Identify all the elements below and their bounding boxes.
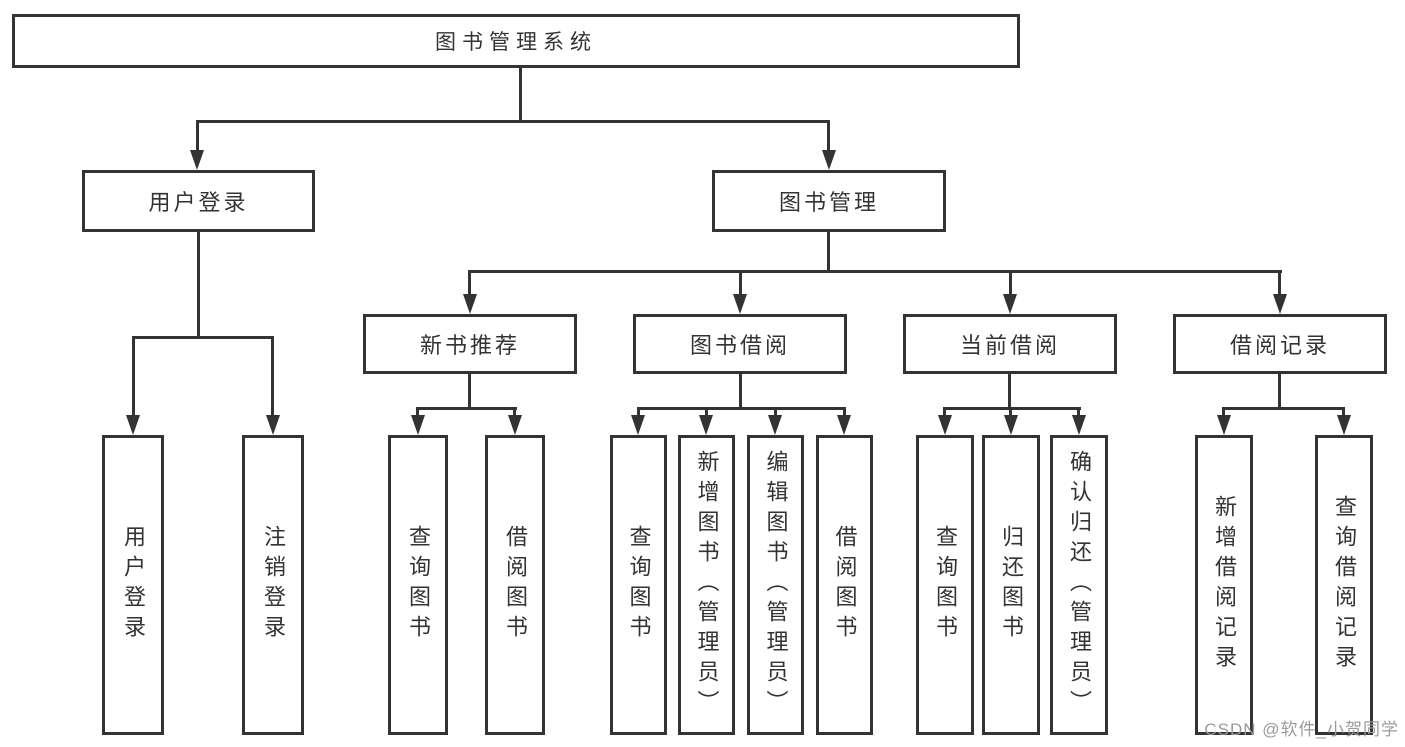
leaf-borrow-book: 借阅图书	[485, 435, 545, 735]
connector-root-vertical	[519, 66, 522, 120]
node-root-system: 图书管理系统	[12, 14, 1020, 68]
node-new-book-recommend: 新书推荐	[363, 314, 577, 374]
leaf-label: 归还图书	[999, 525, 1024, 645]
connector-stem-section	[1009, 270, 1012, 297]
node-book-management: 图书管理	[712, 170, 946, 232]
leaf-confirm-return-admin: 确认归还（管理员）	[1050, 435, 1108, 735]
leaf-query-borrow-record: 查询借阅记录	[1315, 435, 1373, 735]
node-user-login-label: 用户登录	[148, 190, 249, 215]
arrow-down-icon	[1337, 415, 1351, 435]
connector-section-horizontal	[1223, 407, 1345, 410]
node-current-borrow: 当前借阅	[903, 314, 1117, 374]
arrow-down-icon	[508, 415, 522, 435]
connector-stem-leaf	[1009, 407, 1012, 417]
connector-section-horizontal	[944, 407, 1081, 410]
connector-stem-leaf	[513, 407, 516, 417]
arrow-down-icon	[1072, 415, 1086, 435]
leaf-query-book: 查询图书	[610, 435, 667, 735]
connector-stem-leaf	[416, 407, 419, 417]
leaf-label: 编辑图书（管理员）	[763, 450, 789, 720]
connector-stem-leaf	[705, 407, 708, 417]
node-book-borrow: 图书借阅	[633, 314, 847, 374]
arrow-down-icon	[1004, 415, 1018, 435]
leaf-label: 借阅图书	[503, 525, 528, 645]
connector-section-vertical	[1008, 372, 1011, 407]
connector-stem-book-mgmt	[827, 120, 830, 153]
node-label: 新书推荐	[419, 333, 520, 358]
connector-bookmgmt-vertical	[827, 230, 830, 270]
connector-section-vertical	[1278, 372, 1281, 407]
leaf-edit-book-admin: 编辑图书（管理员）	[747, 435, 804, 735]
connector-section-vertical	[739, 372, 742, 407]
connector-section-vertical	[468, 372, 471, 407]
node-borrow-record: 借阅记录	[1173, 314, 1387, 374]
arrow-down-icon	[631, 415, 645, 435]
leaf-label: 新增图书（管理员）	[694, 450, 720, 720]
leaf-label: 确认归还（管理员）	[1067, 450, 1092, 720]
arrow-down-icon	[837, 415, 851, 435]
connector-stem-leaf	[271, 336, 274, 417]
arrow-down-icon	[733, 294, 747, 314]
leaf-return-book: 归还图书	[982, 435, 1040, 735]
leaf-label: 用户登录	[121, 525, 146, 645]
leaf-user-login: 用户登录	[102, 435, 164, 735]
connector-stem-section	[468, 270, 471, 297]
arrow-down-icon	[1217, 415, 1231, 435]
connector-stem-leaf	[1077, 407, 1080, 417]
node-book-management-label: 图书管理	[778, 190, 879, 215]
arrow-down-icon	[938, 415, 952, 435]
node-label: 当前借阅	[959, 333, 1060, 358]
connector-stem-leaf	[774, 407, 777, 417]
arrow-down-icon	[1003, 294, 1017, 314]
leaf-label: 注销登录	[261, 525, 286, 645]
watermark: CSDN @软件_小贺同学	[1204, 720, 1399, 739]
connector-stem-leaf	[637, 407, 640, 417]
connector-stem-leaf	[1342, 407, 1345, 417]
leaf-label: 查询图书	[626, 525, 652, 645]
connector-userlogin-vertical	[197, 230, 200, 336]
leaf-label: 新增借阅记录	[1212, 495, 1237, 675]
connector-stem-leaf	[1222, 407, 1225, 417]
node-label: 图书借阅	[689, 333, 790, 358]
connector-stem-leaf	[132, 336, 135, 417]
leaf-label: 查询借阅记录	[1332, 495, 1357, 675]
arrow-down-icon	[699, 415, 713, 435]
connector-stem-leaf	[843, 407, 846, 417]
leaf-add-book-admin: 新增图书（管理员）	[678, 435, 735, 735]
connector-stem-section	[739, 270, 742, 297]
arrow-down-icon	[190, 150, 204, 170]
arrow-down-icon	[463, 294, 477, 314]
leaf-borrow-book: 借阅图书	[816, 435, 873, 735]
connector-section-horizontal	[417, 407, 517, 410]
connector-userlogin-horizontal	[132, 336, 274, 339]
arrow-down-icon	[1273, 294, 1287, 314]
arrow-down-icon	[266, 415, 280, 435]
leaf-query-book: 查询图书	[916, 435, 974, 735]
leaf-label: 查询图书	[406, 525, 431, 645]
node-root-label: 图书管理系统	[435, 31, 597, 54]
connector-root-horizontal	[196, 120, 830, 123]
leaf-query-book: 查询图书	[388, 435, 448, 735]
leaf-label: 借阅图书	[832, 525, 858, 645]
arrow-down-icon	[822, 150, 836, 170]
connector-stem-section	[1278, 270, 1281, 297]
arrow-down-icon	[126, 415, 140, 435]
arrow-down-icon	[768, 415, 782, 435]
connector-stem-user-login	[196, 120, 199, 153]
connector-stem-leaf	[943, 407, 946, 417]
leaf-logout: 注销登录	[242, 435, 304, 735]
connector-section-horizontal	[637, 407, 846, 410]
connector-bookmgmt-horizontal	[469, 270, 1282, 273]
leaf-label: 查询图书	[933, 525, 958, 645]
node-label: 借阅记录	[1229, 333, 1330, 358]
arrow-down-icon	[411, 415, 425, 435]
leaf-add-borrow-record: 新增借阅记录	[1195, 435, 1253, 735]
node-user-login: 用户登录	[82, 170, 315, 232]
